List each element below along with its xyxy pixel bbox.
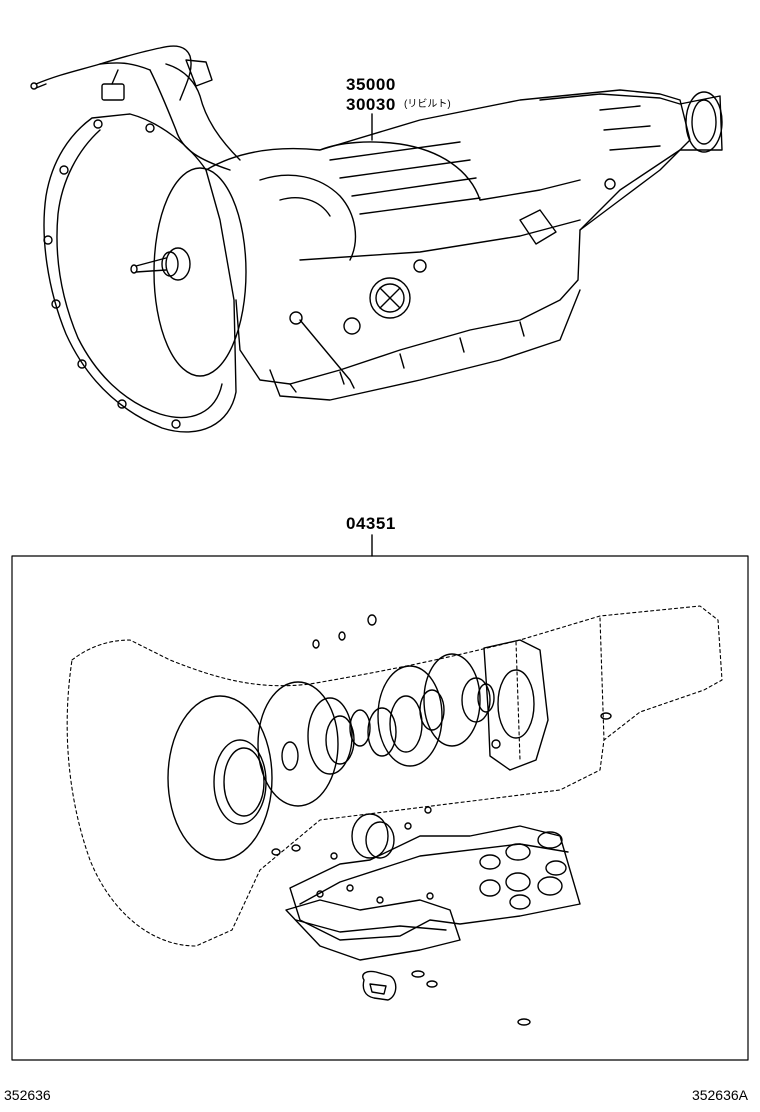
part-number-04351: 04351	[346, 514, 396, 533]
extension-housing	[539, 91, 723, 231]
bell-housing	[43, 113, 247, 433]
part-number-30030: 30030	[346, 95, 396, 114]
footer-code-left: 352636	[4, 1087, 51, 1103]
gasket-kit-illustration	[66, 605, 723, 947]
gasket-kit-parts	[167, 614, 612, 1026]
transmission-case	[205, 89, 691, 401]
footer-code-right: 352636A	[691, 1087, 748, 1103]
transmission-assembly-illustration	[30, 45, 723, 433]
rebuilt-note: (リビルト)	[404, 99, 451, 110]
gasket-kit-box	[11, 534, 749, 1061]
part-number-35000: 35000	[346, 75, 396, 94]
wire-harness	[30, 45, 241, 171]
